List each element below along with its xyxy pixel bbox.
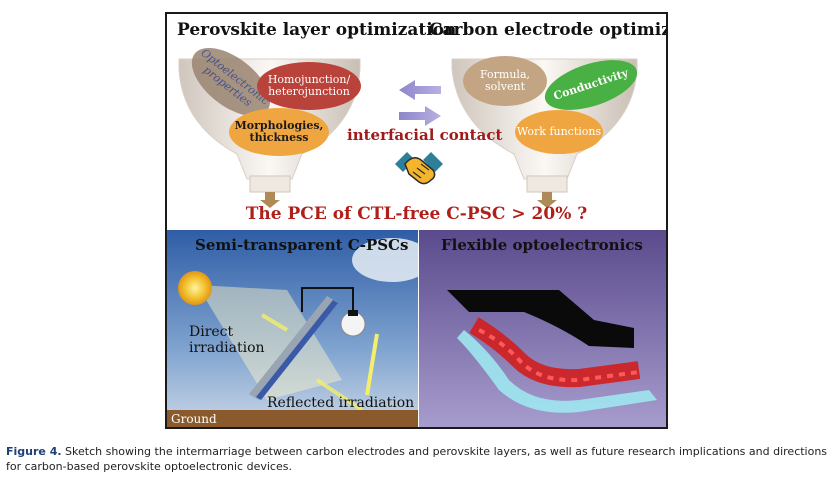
- flexible-title: Flexible optoelectronics: [441, 236, 643, 254]
- right-arrow-icon: [399, 106, 441, 126]
- figure-panel: Perovskite layer optimization Carbon ele…: [165, 12, 668, 429]
- flexible-substrate: [457, 330, 657, 413]
- semi-transparent-graphic: [167, 230, 418, 427]
- left-down-arrow-icon: [260, 192, 280, 208]
- left-arrow-icon: [399, 80, 441, 100]
- sun-icon: [178, 271, 212, 305]
- semi-transparent-title: Semi-transparent C-PSCs: [195, 236, 409, 254]
- formula-solvent-bubble: Formula, solvent: [463, 56, 547, 106]
- right-heading: Carbon electrode optimization: [429, 20, 666, 40]
- ground-strip: [167, 410, 418, 427]
- caption-text: Sketch showing the intermarriage between…: [6, 445, 828, 473]
- pce-question: The PCE of CTL-free C-PSC > 20% ?: [245, 204, 588, 224]
- reflected-irradiation-label: Reflected irradiation: [267, 395, 415, 411]
- ground-label: Ground: [171, 412, 217, 426]
- solar-panel-icon: [249, 296, 337, 400]
- circuit-wire: [301, 287, 354, 312]
- left-heading: Perovskite layer optimization: [177, 20, 457, 40]
- flexible-graphic: [419, 230, 666, 427]
- morphologies-bubble: Morphologies, thickness: [229, 108, 329, 156]
- sun-beam: [197, 285, 342, 400]
- left-funnel-spout: [249, 175, 291, 193]
- homojunction-bubble: Homojunction/ heterojunction: [257, 62, 361, 110]
- interfacial-contact-label: interfacial contact: [347, 126, 503, 144]
- work-functions-bubble: Work functions: [515, 110, 603, 154]
- caption-label: Figure 4.: [6, 445, 62, 458]
- top-section: Perovskite layer optimization Carbon ele…: [167, 14, 666, 230]
- flexible-panel: Flexible optoelectronics: [419, 230, 666, 427]
- figure-caption: Figure 4. Sketch showing the intermarria…: [6, 444, 832, 474]
- handshake-icon: [395, 152, 443, 185]
- semi-transparent-panel: Semi-transparent C-PSCs Direct irradiati…: [167, 230, 418, 427]
- carbon-electrode-layer: [447, 290, 634, 348]
- direct-irradiation-label: Direct irradiation: [189, 324, 265, 356]
- cloud-icon: [352, 238, 418, 282]
- right-down-arrow-icon: [537, 192, 557, 208]
- perovskite-lattice-icon: [469, 317, 641, 388]
- right-funnel-spout: [526, 175, 568, 193]
